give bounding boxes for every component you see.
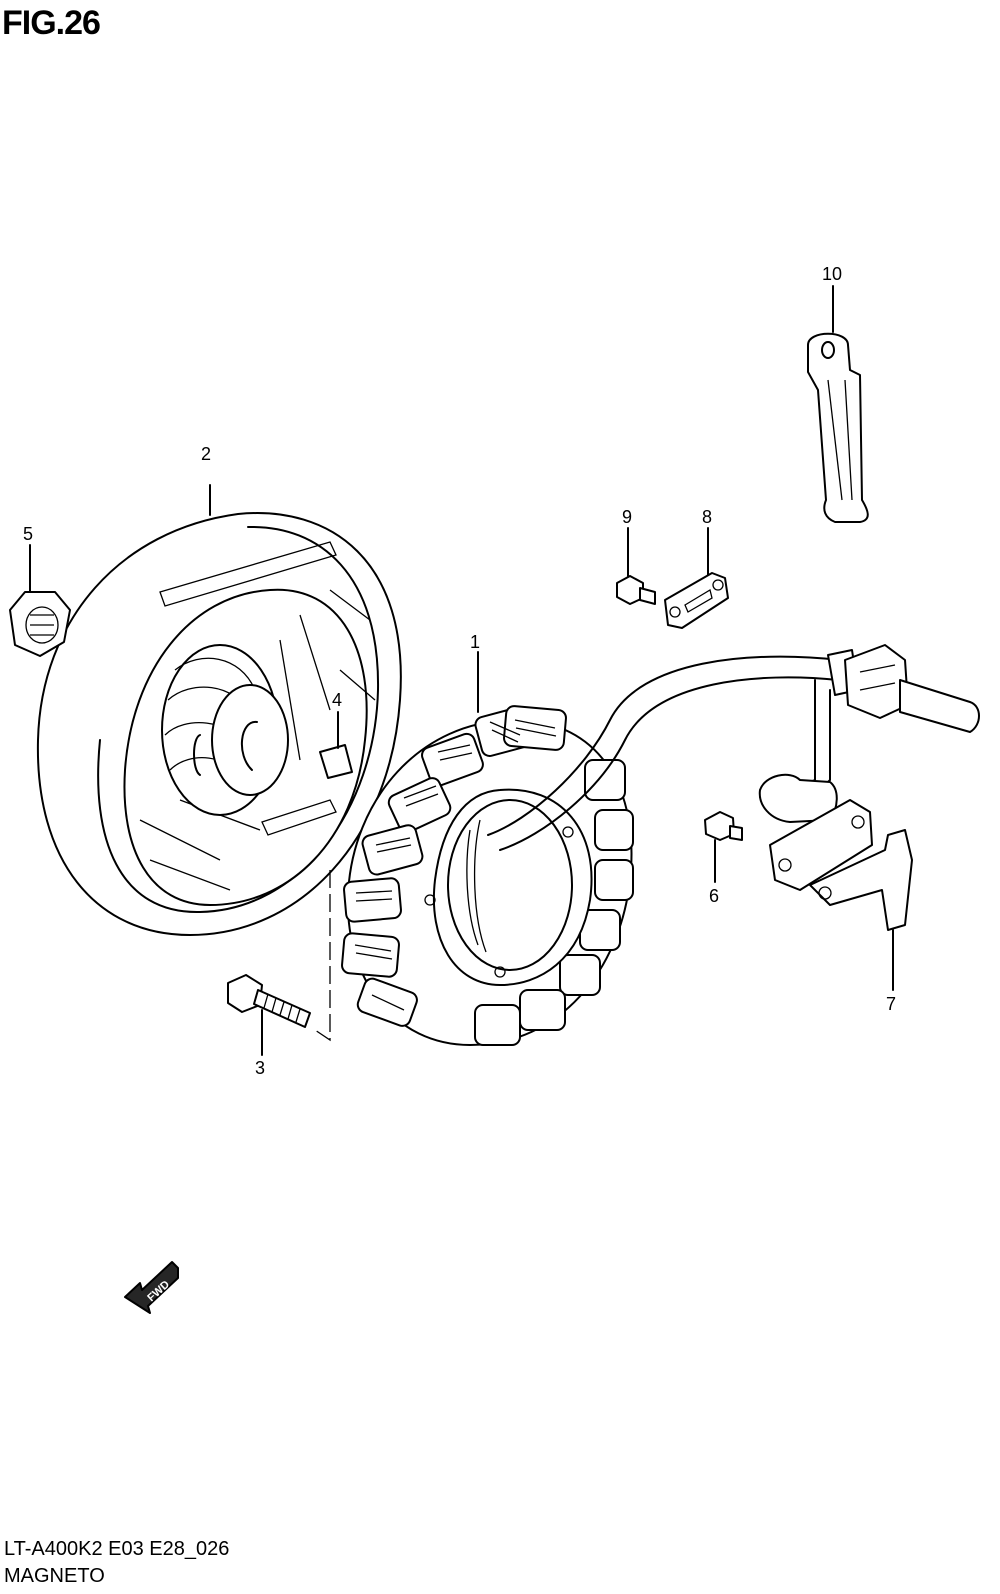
rotor-flywheel (36, 484, 402, 936)
figure-title: FIG.26 (2, 4, 101, 42)
section-name: MAGNETO (4, 1565, 105, 1587)
model-code: LT-A400K2 E03 E28_026 (4, 1538, 230, 1560)
callout-8: 8 (702, 507, 712, 527)
part-3-bolt (227, 870, 331, 1056)
callout-2: 2 (201, 444, 211, 464)
part-5-nut (9, 544, 71, 657)
forward-arrow-icon: FWD (124, 1261, 179, 1314)
part-9-screw (616, 527, 656, 605)
callout-4: 4 (332, 690, 342, 710)
callout-10: 10 (822, 264, 842, 284)
callout-5: 5 (23, 524, 33, 544)
pulser-coil-assembly (704, 773, 913, 991)
callout-3: 3 (255, 1058, 265, 1078)
callout-9: 9 (622, 507, 632, 527)
part-1-stator (341, 651, 634, 1046)
part-8-plate (664, 527, 729, 629)
callout-1: 1 (470, 632, 480, 652)
part-10-clamp (807, 285, 869, 523)
callout-6: 6 (709, 886, 719, 906)
wire-harness (487, 644, 980, 851)
callout-7: 7 (886, 994, 896, 1014)
